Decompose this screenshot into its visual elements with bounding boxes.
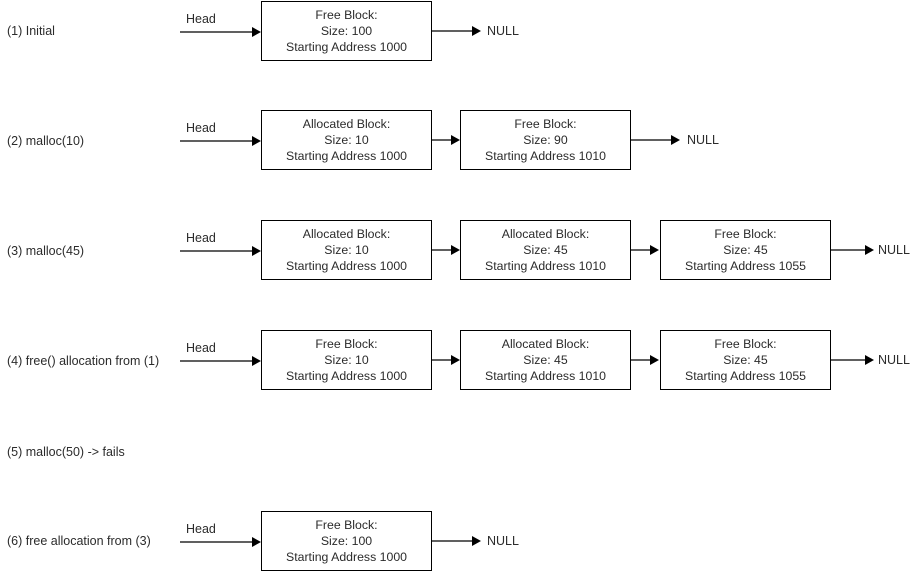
block-address: Starting Address 1010 (485, 369, 606, 383)
block-address: Starting Address 1000 (286, 369, 407, 383)
head-arrow-2 (180, 136, 261, 146)
head-arrow-3 (180, 246, 261, 256)
null-arrow-1 (432, 26, 481, 36)
head-label-1: Head (186, 12, 216, 26)
block-6-1: Free Block: Size: 100 Starting Address 1… (261, 511, 432, 571)
block-size: Size: 10 (324, 243, 369, 257)
null-label-6: NULL (487, 534, 519, 548)
null-arrow-2 (631, 135, 680, 145)
block-type: Free Block: (714, 227, 777, 241)
step-label-6: (6) free allocation from (3) (7, 534, 151, 548)
head-arrow-1 (180, 27, 261, 37)
block-address: Starting Address 1055 (685, 259, 806, 273)
block-type: Free Block: (315, 518, 378, 532)
null-label-3: NULL (878, 243, 910, 257)
block-type: Allocated Block: (302, 117, 391, 131)
block-address: Starting Address 1000 (286, 550, 407, 564)
block-address: Starting Address 1000 (286, 40, 407, 54)
step-label-3: (3) malloc(45) (7, 244, 85, 258)
block-address: Starting Address 1000 (286, 149, 407, 163)
block-size: Size: 45 (723, 243, 768, 257)
link-arrow-3-2 (631, 245, 659, 255)
block-address: Starting Address 1055 (685, 369, 806, 383)
block-address: Starting Address 1010 (485, 149, 606, 163)
block-size: Size: 90 (523, 133, 568, 147)
block-type: Free Block: (315, 8, 378, 22)
block-address: Starting Address 1010 (485, 259, 606, 273)
head-label-4: Head (186, 341, 216, 355)
null-arrow-6 (432, 536, 481, 546)
block-size: Size: 10 (324, 133, 369, 147)
block-size: Size: 45 (523, 353, 568, 367)
block-type: Free Block: (514, 117, 577, 131)
block-type: Allocated Block: (302, 227, 391, 241)
head-label-6: Head (186, 522, 216, 536)
block-4-2: Allocated Block: Size: 45 Starting Addre… (460, 330, 631, 390)
step-label-5: (5) malloc(50) -> fails (7, 445, 125, 459)
block-3-2: Allocated Block: Size: 45 Starting Addre… (460, 220, 631, 280)
block-4-3: Free Block: Size: 45 Starting Address 10… (660, 330, 831, 390)
link-arrow-2-1 (432, 135, 460, 145)
null-arrow-4 (831, 355, 874, 365)
head-arrow-4 (180, 356, 261, 366)
link-arrow-3-1 (432, 245, 460, 255)
null-label-1: NULL (487, 24, 519, 38)
block-2-2: Free Block: Size: 90 Starting Address 10… (460, 110, 631, 170)
block-4-1: Free Block: Size: 10 Starting Address 10… (261, 330, 432, 390)
link-arrow-4-2 (631, 355, 659, 365)
null-label-2: NULL (687, 133, 719, 147)
block-type: Allocated Block: (501, 227, 590, 241)
step-label-4: (4) free() allocation from (1) (7, 354, 160, 368)
block-size: Size: 100 (320, 24, 373, 38)
head-label-2: Head (186, 121, 216, 135)
step-label-1: (1) Initial (7, 24, 55, 38)
block-size: Size: 100 (320, 534, 373, 548)
null-arrow-3 (831, 245, 874, 255)
block-size: Size: 10 (324, 353, 369, 367)
link-arrow-4-1 (432, 355, 460, 365)
block-size: Size: 45 (523, 243, 568, 257)
null-label-4: NULL (878, 353, 910, 367)
head-arrow-6 (180, 537, 261, 547)
block-1-1: Free Block: Size: 100 Starting Address 1… (261, 1, 432, 61)
block-3-3: Free Block: Size: 45 Starting Address 10… (660, 220, 831, 280)
block-type: Free Block: (714, 337, 777, 351)
head-label-3: Head (186, 231, 216, 245)
block-address: Starting Address 1000 (286, 259, 407, 273)
block-type: Free Block: (315, 337, 378, 351)
block-size: Size: 45 (723, 353, 768, 367)
step-label-2: (2) malloc(10) (7, 134, 85, 148)
block-2-1: Allocated Block: Size: 10 Starting Addre… (261, 110, 432, 170)
block-3-1: Allocated Block: Size: 10 Starting Addre… (261, 220, 432, 280)
block-type: Allocated Block: (501, 337, 590, 351)
